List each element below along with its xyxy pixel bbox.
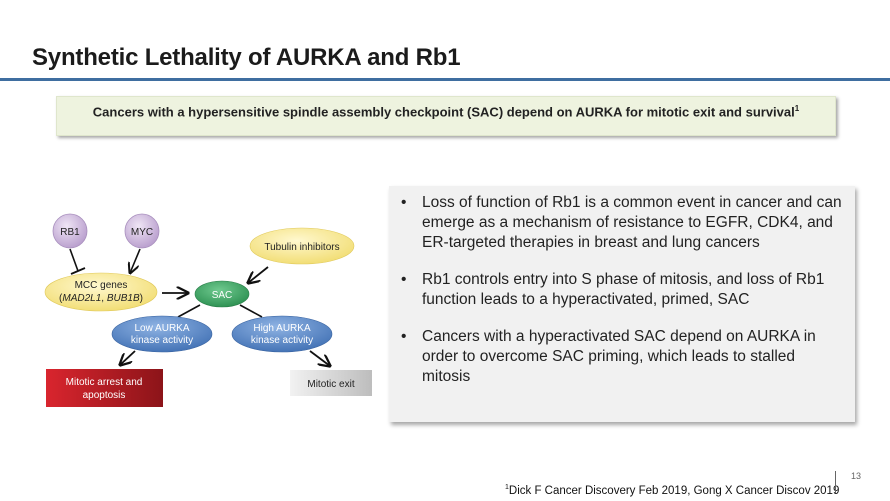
- slide-title: Synthetic Lethality of AURKA and Rb1: [32, 44, 461, 71]
- myc-arrow: [130, 248, 141, 273]
- sac-label: SAC: [212, 290, 233, 301]
- low-to-arrest-arrow: [120, 350, 136, 365]
- footnote: 1Dick F Cancer Discovery Feb 2019, Gong …: [505, 484, 839, 497]
- pathway-diagram: RB1 MYC MCC genes (MAD2L1, BUB1B) Tubuli…: [44, 213, 372, 407]
- rb1-inhibit-line: [69, 248, 86, 275]
- bullet-item: Loss of function of Rb1 is a common even…: [395, 193, 845, 253]
- bullet-item: Cancers with a hyperactivated SAC depend…: [395, 327, 845, 387]
- bullet-item: Rb1 controls entry into S phase of mitos…: [395, 270, 845, 310]
- mitotic-exit-box: Mitotic exit: [290, 370, 372, 396]
- tubulin-to-sac-arrow: [248, 266, 269, 283]
- exit-label: Mitotic exit: [307, 379, 354, 390]
- arrest-line1: Mitotic arrest and: [66, 377, 143, 388]
- mcc-genes-node: MCC genes (MAD2L1, BUB1B): [44, 272, 158, 312]
- footnote-superscript: 1: [505, 484, 509, 491]
- callout-superscript: 1: [794, 104, 800, 113]
- low-aurka-node: Low AURKA kinase activity: [111, 315, 213, 353]
- high-aurka-line1: High AURKA: [253, 323, 311, 334]
- footnote-text: Dick F Cancer Discovery Feb 2019, Gong X…: [508, 484, 840, 497]
- high-to-exit-arrow: [309, 350, 330, 366]
- sac-node: SAC: [194, 280, 250, 308]
- callout-box: Cancers with a hypersensitive spindle as…: [56, 96, 836, 136]
- tubulin-label: Tubulin inhibitors: [264, 242, 339, 253]
- rb1-node: RB1: [52, 213, 88, 249]
- page-number: 13: [851, 471, 862, 481]
- high-aurka-node: High AURKA kinase activity: [231, 315, 333, 353]
- sac-to-low-line: [177, 304, 201, 318]
- mcc-label-line1: MCC genes: [75, 280, 128, 291]
- high-aurka-line2: kinase activity: [251, 335, 313, 346]
- mcc-label-line2: (MAD2L1, BUB1B): [59, 293, 143, 304]
- rb1-label: RB1: [60, 227, 80, 238]
- myc-label: MYC: [131, 227, 153, 238]
- myc-node: MYC: [124, 213, 160, 249]
- title-underline: [0, 78, 890, 81]
- sac-to-high-line: [239, 304, 263, 318]
- tubulin-inhibitors-node: Tubulin inhibitors: [249, 227, 355, 265]
- mitotic-arrest-box: Mitotic arrest and apoptosis: [46, 369, 163, 407]
- bullet-list: Loss of function of Rb1 is a common even…: [395, 193, 845, 387]
- arrest-line2: apoptosis: [83, 390, 126, 401]
- low-aurka-line1: Low AURKA: [134, 323, 189, 334]
- page-number-divider: [835, 471, 836, 493]
- callout-text: Cancers with a hypersensitive spindle as…: [92, 104, 795, 120]
- bullet-panel: Loss of function of Rb1 is a common even…: [389, 186, 855, 422]
- low-aurka-line2: kinase activity: [131, 335, 193, 346]
